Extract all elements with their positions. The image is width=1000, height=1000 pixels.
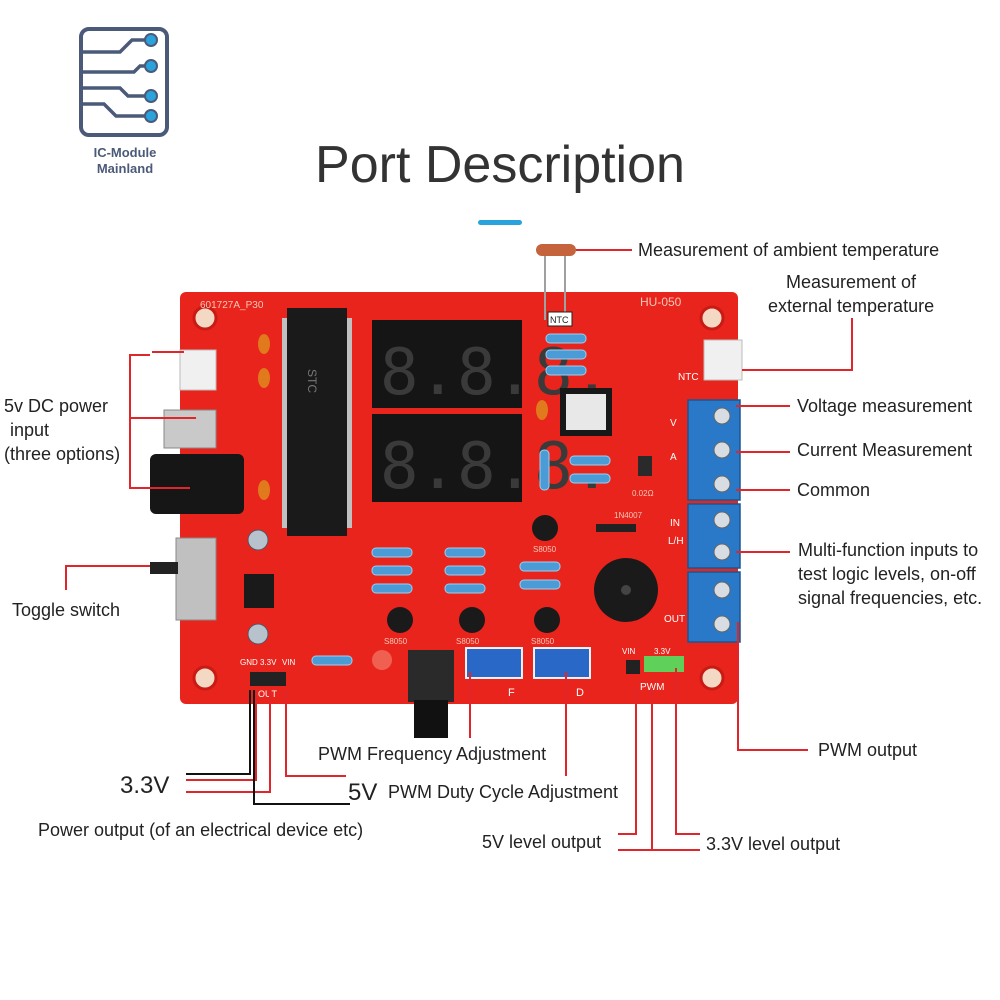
pwm-header-33: 3.3V bbox=[654, 647, 671, 656]
label-power-output: Power output (of an electrical device et… bbox=[38, 820, 364, 840]
circuit-logo-icon bbox=[79, 27, 169, 137]
label-5v: 5V bbox=[348, 779, 378, 806]
power-header-vin: VIN bbox=[282, 658, 296, 667]
diode-label: 1N4007 bbox=[614, 511, 643, 520]
push-button bbox=[408, 650, 454, 702]
display-lower bbox=[372, 414, 522, 502]
terminal-screws bbox=[713, 407, 731, 633]
ntc-connector bbox=[703, 339, 743, 381]
transistors bbox=[387, 515, 560, 633]
pot-frequency bbox=[465, 647, 523, 679]
toggle-switch-body bbox=[175, 537, 217, 621]
logo-line-1: IC-Module bbox=[93, 145, 157, 160]
label-multi-2: test logic levels, on-off bbox=[798, 564, 976, 584]
power-header bbox=[250, 672, 286, 686]
micro-usb-port bbox=[163, 409, 217, 449]
pwm-header-vin: VIN bbox=[622, 647, 636, 656]
mcu-chip bbox=[287, 308, 347, 536]
power-header-gnd: GND bbox=[240, 658, 258, 667]
label-external-temp-1: Measurement of bbox=[786, 272, 917, 292]
title-accent-bar bbox=[478, 220, 522, 225]
terminal-label-a: A bbox=[670, 452, 677, 463]
label-pwm-duty: PWM Duty Cycle Adjustment bbox=[388, 782, 619, 802]
mcu-pins bbox=[282, 318, 352, 528]
label-ambient-temp: Measurement of ambient temperature bbox=[638, 240, 940, 260]
label-dc-power-3: (three options) bbox=[4, 444, 121, 464]
label-pwm-output: PWM output bbox=[818, 740, 918, 760]
power-header-33: 3.3V bbox=[260, 658, 277, 667]
silk-model: HU-050 bbox=[640, 295, 682, 309]
diode bbox=[596, 524, 636, 532]
resistors bbox=[311, 333, 611, 666]
voltage-regulator bbox=[244, 574, 274, 608]
logo-text: IC-Module Mainland bbox=[70, 145, 180, 177]
mounting-holes bbox=[192, 305, 725, 691]
label-external-temp-2: external temperature bbox=[768, 296, 935, 316]
label-pwm-frequency: PWM Frequency Adjustment bbox=[318, 744, 547, 764]
display-upper bbox=[372, 320, 522, 408]
pot-label-f: F bbox=[508, 687, 515, 699]
label-multi-1: Multi-function inputs to bbox=[798, 540, 979, 560]
logo bbox=[78, 26, 170, 138]
shunt-resistor bbox=[638, 456, 652, 476]
page-title: Port Description bbox=[315, 136, 685, 194]
logo-line-2: Mainland bbox=[96, 161, 154, 176]
ntc-thermistor bbox=[536, 244, 576, 256]
terminal-label-out: OUT bbox=[664, 614, 685, 625]
terminal-label-v: V bbox=[670, 418, 677, 429]
shunt-label: 0.02Ω bbox=[632, 489, 654, 498]
ntc-sensor bbox=[544, 252, 566, 320]
label-3v3: 3.3V bbox=[120, 772, 170, 799]
ntc-board-label: NTC bbox=[550, 315, 569, 325]
label-3v3-level: 3.3V level output bbox=[706, 834, 841, 854]
jst-connector-left bbox=[179, 349, 217, 391]
leader-lines bbox=[65, 249, 853, 851]
label-multi-3: signal frequencies, etc. bbox=[798, 588, 983, 608]
pwm-header-black bbox=[626, 660, 640, 674]
transistor-label-1: S8050 bbox=[384, 637, 408, 646]
label-voltage: Voltage measurement bbox=[797, 396, 973, 416]
transistor-label-3: S8050 bbox=[531, 637, 555, 646]
pwm-header-green bbox=[644, 656, 684, 672]
mcu-label: STC bbox=[305, 369, 319, 393]
led bbox=[372, 650, 392, 670]
pwm-label: PWM bbox=[640, 682, 664, 693]
ntc-side-label: NTC bbox=[678, 372, 699, 383]
label-common: Common bbox=[797, 480, 871, 500]
toggle-switch-lever bbox=[150, 562, 178, 574]
label-current: Current Measurement bbox=[797, 440, 973, 460]
terminal-label-in: IN bbox=[670, 518, 680, 529]
silk-board-id: 601727A_P30 bbox=[200, 300, 264, 311]
transistor-label-2: S8050 bbox=[456, 637, 480, 646]
power-out-label: OUT bbox=[258, 689, 278, 699]
transistor-label-4: S8050 bbox=[533, 545, 557, 554]
terminal-blocks bbox=[687, 399, 741, 643]
label-dc-power-2: input bbox=[10, 420, 50, 440]
black-wires bbox=[186, 690, 350, 805]
terminal-label-lh: L/H bbox=[668, 536, 684, 547]
label-toggle: Toggle switch bbox=[12, 600, 121, 620]
electrolytic-caps bbox=[247, 529, 269, 645]
dc-jack bbox=[150, 454, 244, 514]
pot-duty bbox=[533, 647, 591, 679]
capacitors bbox=[258, 334, 548, 500]
label-5v-level: 5V level output bbox=[482, 832, 602, 852]
pot-label-d: D bbox=[576, 687, 584, 699]
label-dc-power-1: 5v DC power bbox=[4, 396, 109, 416]
display-lower-digits: 8.8.8. bbox=[380, 430, 611, 504]
